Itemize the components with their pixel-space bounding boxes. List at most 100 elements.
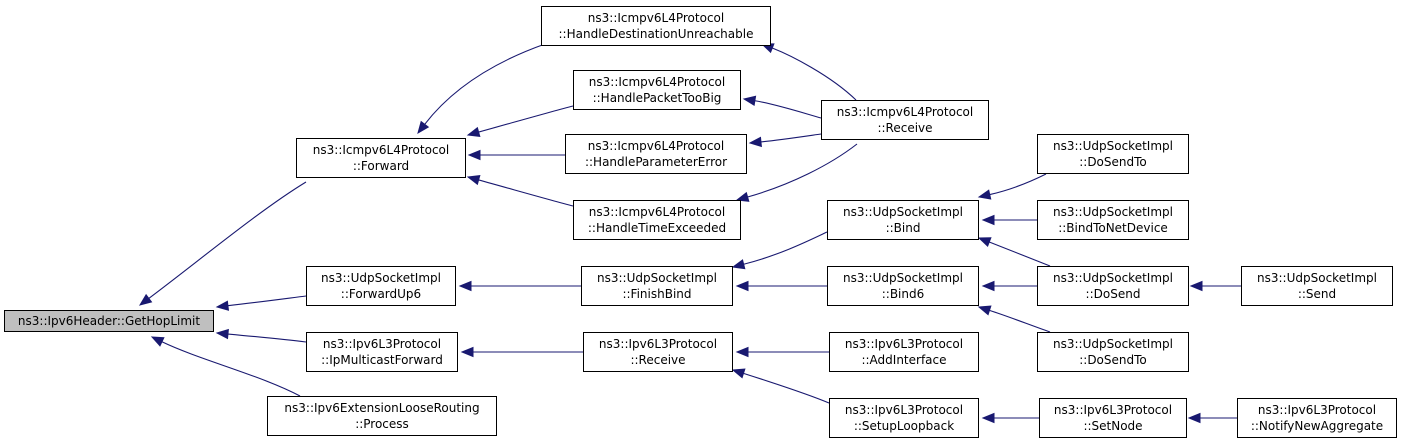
node-line: ::Bind [885, 221, 921, 235]
node-line: ns3::UdpSocketImpl [1053, 271, 1173, 285]
call-edge [743, 372, 830, 404]
node-line: ::DoSend [1085, 287, 1141, 301]
node-line: ns3::UdpSocketImpl [321, 271, 441, 285]
node-udpsocketimpl-finishbind[interactable]: ns3::UdpSocketImpl ::FinishBind [581, 266, 733, 306]
call-edge [754, 100, 822, 119]
node-icmpv6-handleparametererror[interactable]: ns3::Icmpv6L4Protocol ::HandleParameterE… [565, 134, 747, 174]
node-line: ns3::UdpSocketImpl [597, 271, 717, 285]
node-udpsocketimpl-dosendto[interactable]: ns3::UdpSocketImpl ::DoSendTo [1037, 134, 1189, 174]
node-line: ns3::Ipv6L3Protocol [844, 403, 964, 417]
arrowhead [731, 368, 746, 379]
arrowhead [748, 136, 762, 148]
arrowhead [466, 126, 481, 137]
node-ipv6l3-receive[interactable]: ns3::Ipv6L3Protocol ::Receive [583, 332, 733, 372]
arrowhead [742, 95, 757, 107]
node-line: ::HandlePacketTooBig [592, 91, 722, 105]
node-udpsocketimpl-bindtonetdevice[interactable]: ns3::UdpSocketImpl ::BindToNetDevice [1037, 200, 1189, 240]
node-line: ns3::Icmpv6L4Protocol [836, 105, 974, 119]
node-ipv6l3-setnode[interactable]: ns3::Ipv6L3Protocol ::SetNode [1039, 398, 1187, 438]
node-line: ::AddInterface [861, 353, 947, 367]
node-line: ns3::UdpSocketImpl [843, 205, 963, 219]
arrowhead [215, 300, 230, 311]
node-line: ::SetupLoopback [853, 419, 955, 433]
call-edge [989, 309, 1051, 333]
call-edge [478, 105, 574, 133]
node-udpsocketimpl-bind6[interactable]: ns3::UdpSocketImpl ::Bind6 [827, 266, 979, 306]
node-ipv6extensionlooserouting-process[interactable]: ns3::Ipv6ExtensionLooseRouting ::Process [267, 396, 497, 436]
node-udpsocketimpl-dosendto-2[interactable]: ns3::UdpSocketImpl ::DoSendTo [1037, 332, 1189, 372]
call-edge [424, 43, 546, 125]
node-udpsocketimpl-bind[interactable]: ns3::UdpSocketImpl ::Bind [827, 200, 979, 240]
arrowhead [735, 346, 749, 358]
node-line: ns3::UdpSocketImpl [1257, 271, 1377, 285]
arrowhead [731, 259, 746, 270]
node-line: ::ForwardUp6 [340, 287, 422, 301]
node-line: ns3::Ipv6L3Protocol [598, 337, 718, 351]
call-edge [161, 341, 301, 397]
node-udpsocketimpl-dosend[interactable]: ns3::UdpSocketImpl ::DoSend [1037, 266, 1189, 306]
node-icmpv6-receive[interactable]: ns3::Icmpv6L4Protocol ::Receive [821, 100, 989, 140]
arrowhead [977, 189, 992, 200]
arrowhead [150, 336, 165, 347]
node-line: ns3::UdpSocketImpl [843, 271, 963, 285]
arrowhead [735, 280, 749, 292]
node-line: ns3::UdpSocketImpl [1053, 139, 1173, 153]
arrowhead [981, 214, 995, 226]
node-line: ::NotifyNewAggregate [1250, 419, 1384, 433]
arrowhead [977, 237, 992, 248]
call-edge [772, 47, 857, 101]
arrowhead [735, 191, 750, 202]
node-line: ::Bind6 [881, 287, 925, 301]
call-edge [227, 295, 307, 307]
node-line: ns3::UdpSocketImpl [1053, 337, 1173, 351]
arrowhead [215, 328, 229, 340]
node-line: ::Receive [877, 121, 933, 135]
arrowhead [417, 120, 430, 135]
node-udpsocketimpl-forwardup6[interactable]: ns3::UdpSocketImpl ::ForwardUp6 [306, 266, 456, 306]
call-edge [760, 133, 822, 143]
node-line: ::DoSendTo [1079, 353, 1147, 367]
arrowhead [977, 305, 992, 316]
arrowhead [466, 175, 481, 186]
node-line: ::FinishBind [622, 287, 692, 301]
arrowhead [981, 412, 995, 424]
node-line: ::SetNode [1083, 419, 1143, 433]
node-ipv6l3-notifynewaggregate[interactable]: ns3::Ipv6L3Protocol ::NotifyNewAggregate [1237, 398, 1397, 438]
node-line: ns3::Ipv6L3Protocol [322, 337, 442, 351]
node-ipv6header-gethoplimit: ns3::Ipv6Header::GetHopLimit [4, 310, 214, 332]
node-icmpv6-forward[interactable]: ns3::Icmpv6L4Protocol ::Forward [296, 138, 466, 178]
node-line: ::HandleTimeExceeded [587, 221, 727, 235]
node-line: ::IpMulticastForward [321, 353, 443, 367]
node-line: ns3::Icmpv6L4Protocol [588, 205, 726, 219]
node-line: ::Forward [352, 159, 410, 173]
node-ipv6l3-ipmulticastforward[interactable]: ns3::Ipv6L3Protocol ::IpMulticastForward [306, 332, 458, 372]
node-line: ::BindToNetDevice [1058, 221, 1168, 235]
node-line: ::DoSendTo [1079, 155, 1147, 169]
node-ipv6l3-addinterface[interactable]: ns3::Ipv6L3Protocol ::AddInterface [829, 332, 979, 372]
arrowhead [1187, 412, 1201, 424]
node-line: ns3::UdpSocketImpl [1053, 205, 1173, 219]
node-ipv6l3-setuploopback[interactable]: ns3::Ipv6L3Protocol ::SetupLoopback [829, 398, 979, 438]
arrowhead [981, 280, 995, 292]
node-line: ns3::Icmpv6L4Protocol [587, 139, 725, 153]
arrowhead [1189, 280, 1203, 292]
node-line: ns3::Icmpv6L4Protocol [588, 75, 726, 89]
node-line: ns3::Ipv6L3Protocol [1053, 403, 1173, 417]
node-line: ::HandleDestinationUnreachable [558, 27, 754, 41]
node-icmpv6-handlepackettoobig[interactable]: ns3::Icmpv6L4Protocol ::HandlePacketTooB… [573, 70, 741, 110]
node-line: ns3::Icmpv6L4Protocol [312, 143, 450, 157]
call-edge [989, 173, 1047, 196]
call-edge [989, 241, 1051, 267]
node-line: ns3::Ipv6L3Protocol [1257, 403, 1377, 417]
node-icmpv6-handletimeexceeded[interactable]: ns3::Icmpv6L4Protocol ::HandleTimeExceed… [573, 200, 741, 240]
node-line: ::Receive [630, 353, 686, 367]
node-udpsocketimpl-send[interactable]: ns3::UdpSocketImpl ::Send [1241, 266, 1393, 306]
node-line: ::Process [355, 417, 409, 431]
node-line: ns3::Ipv6Header::GetHopLimit [17, 314, 201, 328]
node-line: ns3::Icmpv6L4Protocol [587, 11, 725, 25]
node-line: ::Send [1297, 287, 1337, 301]
node-icmpv6-handledestinationunreachable[interactable]: ns3::Icmpv6L4Protocol ::HandleDestinatio… [541, 6, 771, 46]
node-line: ::HandleParameterError [584, 155, 728, 169]
arrowhead [138, 293, 153, 306]
